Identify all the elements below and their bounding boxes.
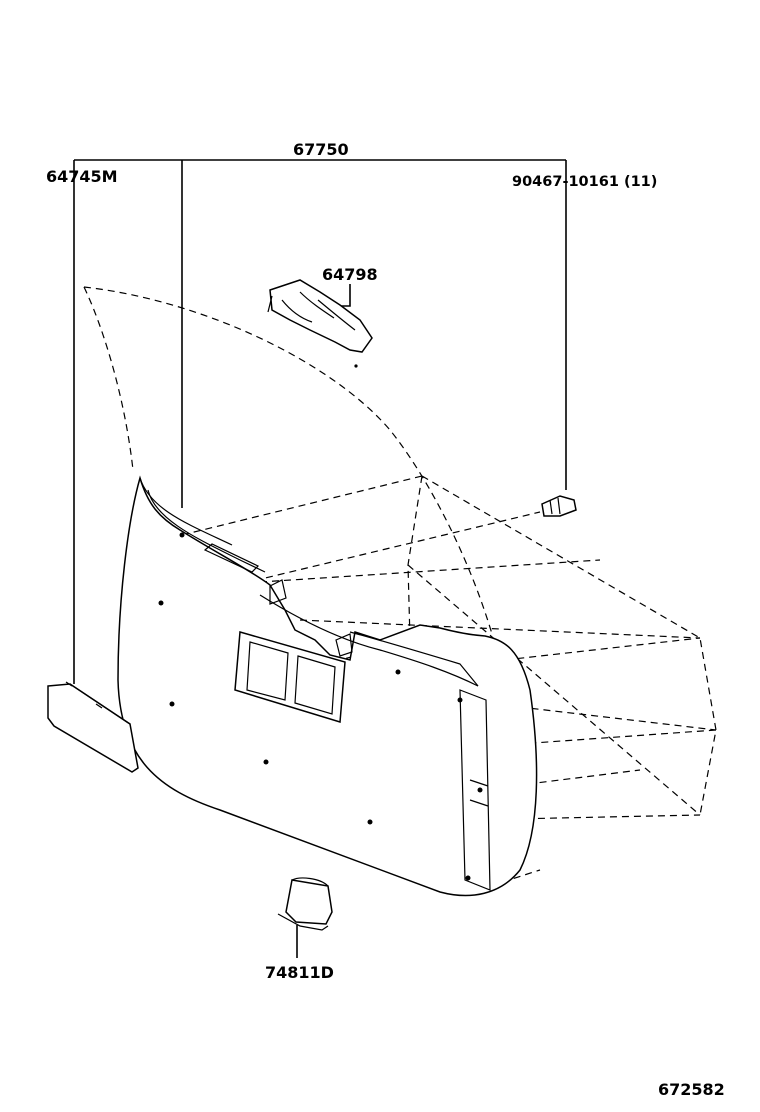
label-assembly: 67750 [293,140,349,159]
door-trim-panel [117,475,538,897]
label-lamp: 74811D [265,963,334,982]
diagram-id: 672582 [658,1080,725,1099]
part-labels: 67750 64745M 90467-10161 (11) 64798 7481… [46,140,725,1099]
clip-part [541,495,577,517]
bracket-part [267,279,373,368]
label-clip: 90467-10161 (11) [512,174,657,190]
cover-plate-part [47,681,139,773]
lamp-part [277,877,333,931]
leader-lines [73,159,567,958]
label-bracket: 64798 [322,265,378,284]
label-cover-left: 64745M [46,167,118,186]
